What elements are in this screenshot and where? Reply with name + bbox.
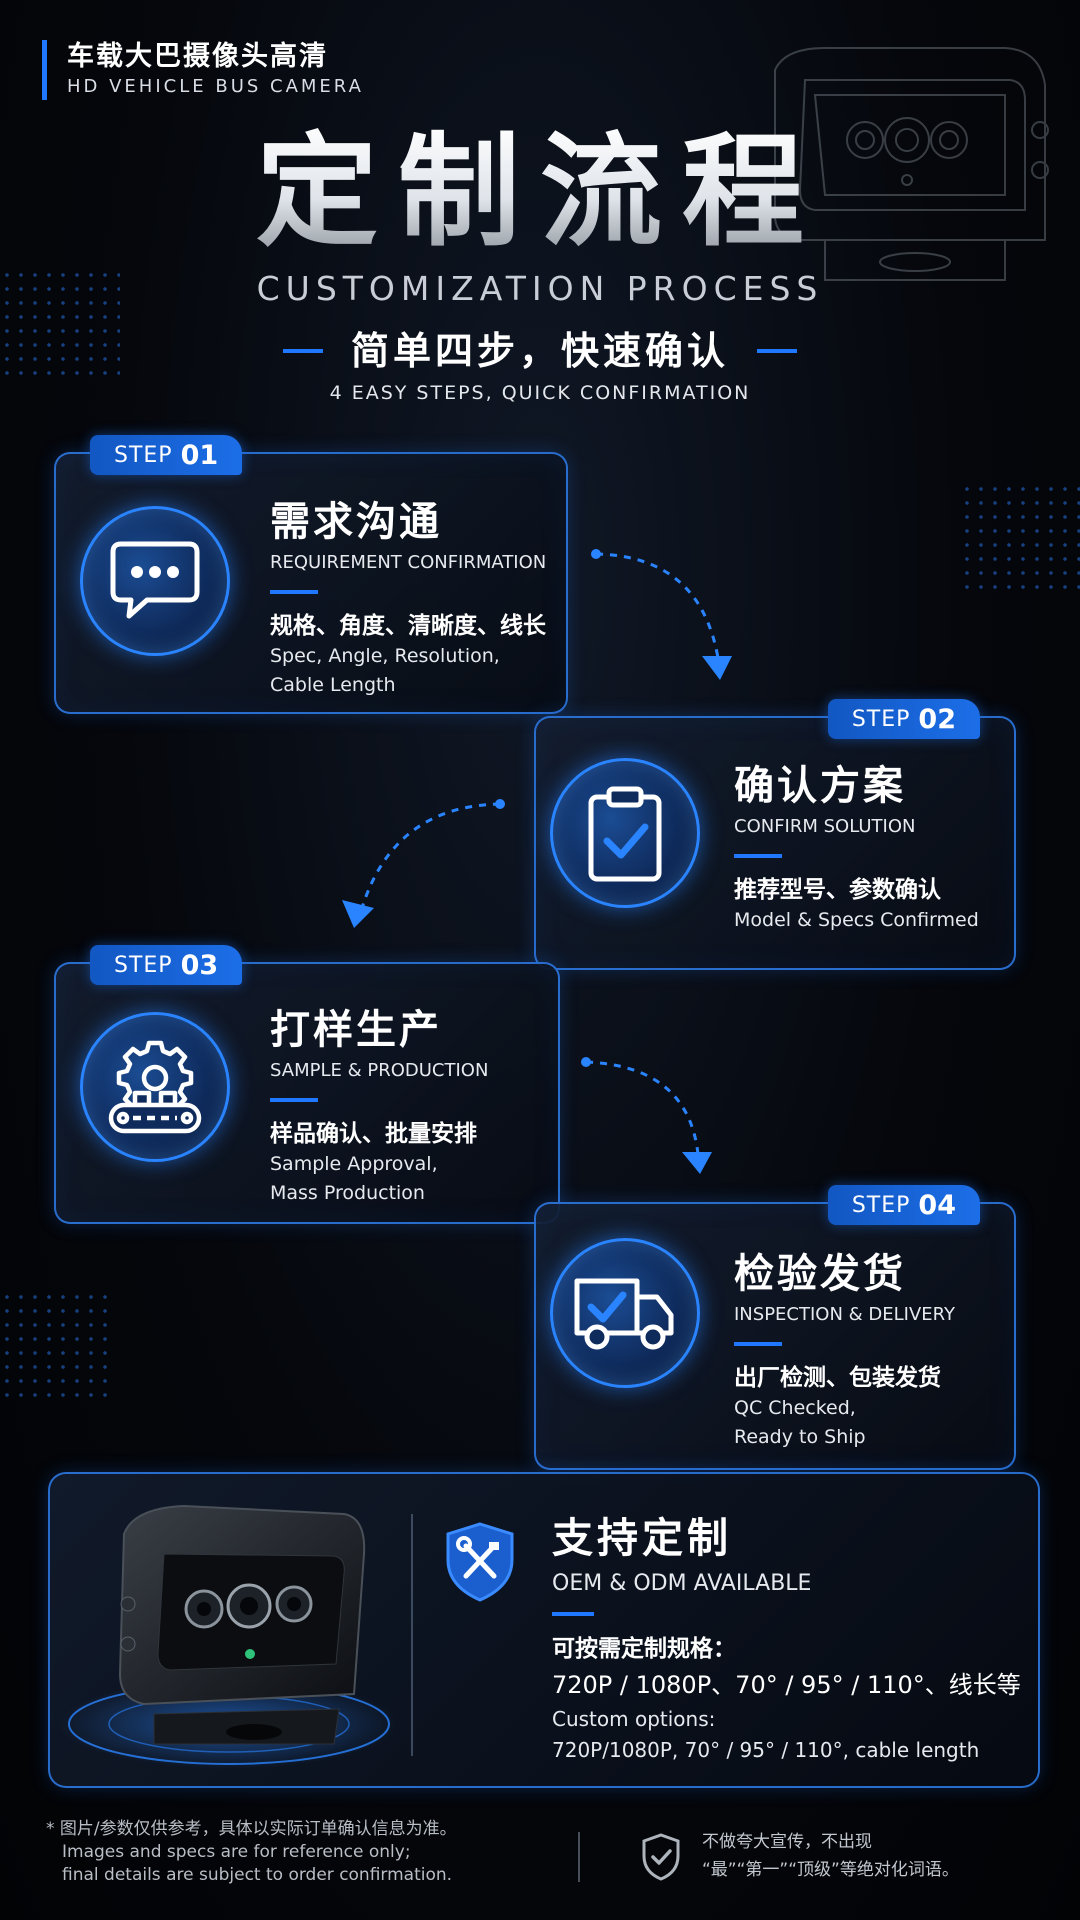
brand-title-cn: 车载大巴摄像头高清 [67,41,328,72]
step-title-cn: 需求沟通 [270,499,442,545]
step-badge: STEP 04 [827,1185,980,1225]
step-card-4: STEP 04 检验发货 INSPECTION & DELIVERY 出厂检测、… [534,1185,1016,1470]
brand-title-en: HD VEHICLE BUS CAMERA [67,76,364,97]
custom-options-cn: 720P / 1080P、70° / 95° / 110°、线长等 [552,1671,1021,1699]
clipboard-check-icon [550,758,700,908]
custom-options-label-en: Custom options: [552,1707,716,1731]
step-title-en: CONFIRM SOLUTION [734,816,916,837]
step-title-cn: 确认方案 [734,763,906,809]
subtitle-row: 简单四步，快速确认 [0,326,1080,376]
step-desc-en: Ready to Ship [734,1426,866,1448]
connector-arrow-1-2 [591,549,732,680]
step-desc-en: Sample Approval, [270,1153,438,1175]
accent-bar [552,1612,594,1616]
subtitle-en: 4 EASY STEPS, QUICK CONFIRMATION [329,382,751,404]
custom-title-en: OEM & ODM AVAILABLE [552,1571,812,1596]
delivery-truck-icon [550,1238,700,1388]
step-desc-en: Model & Specs Confirmed [734,909,979,931]
step-desc-cn: 样品确认、批量安排 [270,1121,477,1147]
footer-divider [578,1832,580,1882]
gear-conveyor-icon [80,1012,230,1162]
step-card-2: STEP 02 确认方案 CONFIRM SOLUTION 推荐型号、参数确认 … [534,699,1016,970]
step-card-3: STEP 03 打样生产 SAMPLE & PRODUCTION 样品确认、批量… [54,945,560,1224]
step-desc-en: Mass Production [270,1182,425,1204]
compliance-line: 不做夸大宣传，不出现 [702,1832,872,1852]
step-badge: STEP 03 [90,945,243,985]
disclaimer-en: Images and specs are for reference only; [62,1842,411,1862]
brand-block: 车载大巴摄像头高清 HD VEHICLE BUS CAMERA [42,40,364,100]
custom-title-cn: 支持定制 [552,1514,732,1562]
step-desc-cn: 出厂检测、包装发货 [734,1365,941,1391]
disclaimer-en: final details are subject to order confi… [62,1865,453,1885]
connector-arrow-3-4 [581,1057,712,1174]
camera-outline-illustration [773,47,1049,281]
subtitle-dash-left [282,349,323,353]
dot-pattern [960,482,1080,592]
step-title-cn: 打样生产 [270,1007,442,1053]
page-title: 定制流程 [0,122,1080,262]
accent-bar [734,854,782,858]
subtitle-dash-right [757,349,797,353]
step-title-en: SAMPLE & PRODUCTION [270,1060,489,1081]
step-badge: STEP 02 [827,699,980,739]
step-badge-label: STEP [851,706,911,732]
step-badge-label: STEP [114,952,173,978]
page-title-en: CUSTOMIZATION PROCESS [256,269,824,308]
accent-bar [270,590,318,594]
step-title-en: INSPECTION & DELIVERY [734,1304,956,1325]
shield-tools-icon [446,1522,514,1602]
step-title-cn: 检验发货 [734,1251,906,1297]
chat-bubble-icon [80,506,230,656]
accent-bar [270,1098,318,1102]
connector-arrow-2-3 [342,799,505,928]
step-card-1: STEP 01 需求沟通 REQUIREMENT CONFIRMATION 规格… [54,435,568,714]
bus-camera-product-image [59,1504,394,1769]
custom-options-label-cn: 可按需定制规格： [552,1636,736,1662]
disclaimer-cn: * 图片/参数仅供参考，具体以实际订单确认信息为准。 [46,1819,457,1839]
disclaimer: * 图片/参数仅供参考，具体以实际订单确认信息为准。 Images and sp… [46,1818,457,1887]
panel-divider [411,1514,413,1756]
step-badge: STEP 01 [90,435,243,475]
step-desc-cn: 推荐型号、参数确认 [734,877,941,903]
step-badge-number: 01 [180,439,219,471]
step-badge-number: 02 [918,703,956,735]
step-badge-number: 04 [918,1189,956,1221]
shield-check-icon [642,1833,680,1881]
subtitle-cn: 简单四步，快速确认 [350,329,729,373]
step-badge-number: 03 [180,949,219,981]
step-desc-en: Cable Length [270,674,396,696]
accent-bar [734,1342,782,1346]
step-badge-label: STEP [851,1192,911,1218]
custom-options-en: 720P/1080P, 70° / 95° / 110°, cable leng… [552,1738,980,1762]
compliance-line: “最”“第一”“顶级”等绝对化词语。 [702,1860,959,1880]
step-desc-cn: 规格、角度、清晰度、线长 [270,613,546,639]
step-title-en: REQUIREMENT CONFIRMATION [270,552,547,573]
compliance-note: 不做夸大宣传，不出现 “最”“第一”“顶级”等绝对化词语。 [702,1828,959,1884]
dot-pattern [0,268,120,378]
step-badge-label: STEP [114,442,173,468]
customization-panel: 支持定制 OEM & ODM AVAILABLE 可按需定制规格： 720P /… [48,1472,1040,1788]
step-desc-en: Spec, Angle, Resolution, [270,645,500,667]
step-desc-en: QC Checked, [734,1397,856,1419]
dot-pattern [0,1290,110,1400]
